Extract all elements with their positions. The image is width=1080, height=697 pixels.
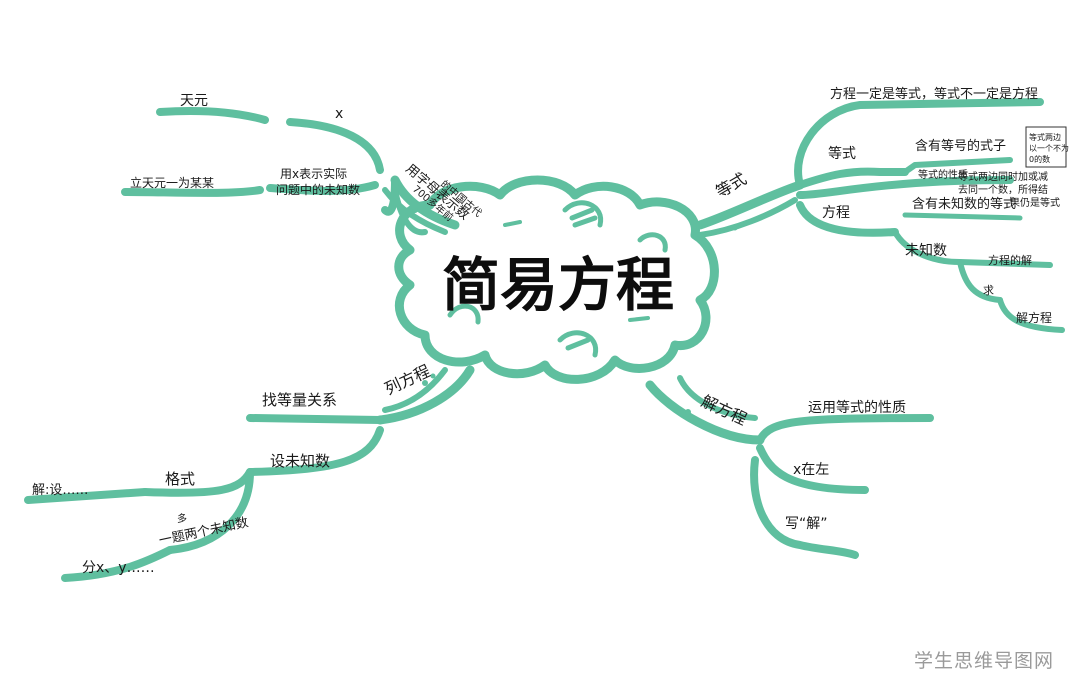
weizhishu-jie: 方程的解 <box>988 253 1032 267</box>
solve-write-jie: 写“解” <box>785 516 828 532</box>
equation-statement: 方程一定是等式，等式不一定是方程 <box>830 86 1038 102</box>
format-label: 格式 <box>165 470 195 488</box>
letters-tianyuan: 天元 <box>180 93 208 109</box>
lie-set: 设未知数 <box>270 452 330 470</box>
solve-x-left: x在左 <box>793 462 829 478</box>
letters-li-tianyuan: 立天元一为某某 <box>130 175 214 190</box>
dengshi-property-tag: 等式的性质 <box>918 168 968 181</box>
weizhishu-label: 未知数 <box>905 242 947 259</box>
letters-x-use-1: 用x表示实际 <box>280 166 347 181</box>
equation-branch <box>695 98 1065 333</box>
multi-example: 分x、y…… <box>82 560 155 576</box>
side-note-line-1: 等式两边 <box>1029 132 1061 142</box>
weizhishu-jiefangcheng: 解方程 <box>1016 310 1052 325</box>
side-note-box <box>1025 126 1067 168</box>
fangcheng-label: 方程 <box>822 205 850 221</box>
lie-branch <box>24 365 475 582</box>
letters-x-use-2: 问题中的未知数 <box>276 182 360 197</box>
watermark: 学生思维导图网 <box>913 650 1054 672</box>
side-note-line-2: 以一个不为 <box>1029 143 1069 153</box>
equation-label: 等式 <box>713 169 750 201</box>
dengshi-label: 等式 <box>828 145 856 162</box>
side-note-line-3: 0的数 <box>1029 154 1050 164</box>
solve-rule: 运用等式的性质 <box>808 399 906 416</box>
dengshi-definition: 含有等号的式子 <box>915 138 1006 154</box>
decor-dots <box>412 207 738 423</box>
lie-find: 找等量关系 <box>262 391 337 409</box>
dengshi-property-line-3: 果仍是等式 <box>1010 196 1060 209</box>
central-title: 简易方程 <box>442 251 674 319</box>
central-cloud <box>394 175 719 384</box>
letters-branch <box>121 106 460 236</box>
format-example: 解:设…… <box>32 483 88 498</box>
dengshi-property-line-2: 去同一个数，所得结 <box>958 183 1048 196</box>
letters-x: x <box>335 106 343 122</box>
dengshi-property-line-1: 等式两边同时加或减 <box>958 170 1048 183</box>
fangcheng-definition: 含有未知数的等式 <box>912 196 1016 212</box>
weizhishu-qiu: 求 <box>983 284 994 297</box>
multi-note: 多 <box>177 512 187 525</box>
